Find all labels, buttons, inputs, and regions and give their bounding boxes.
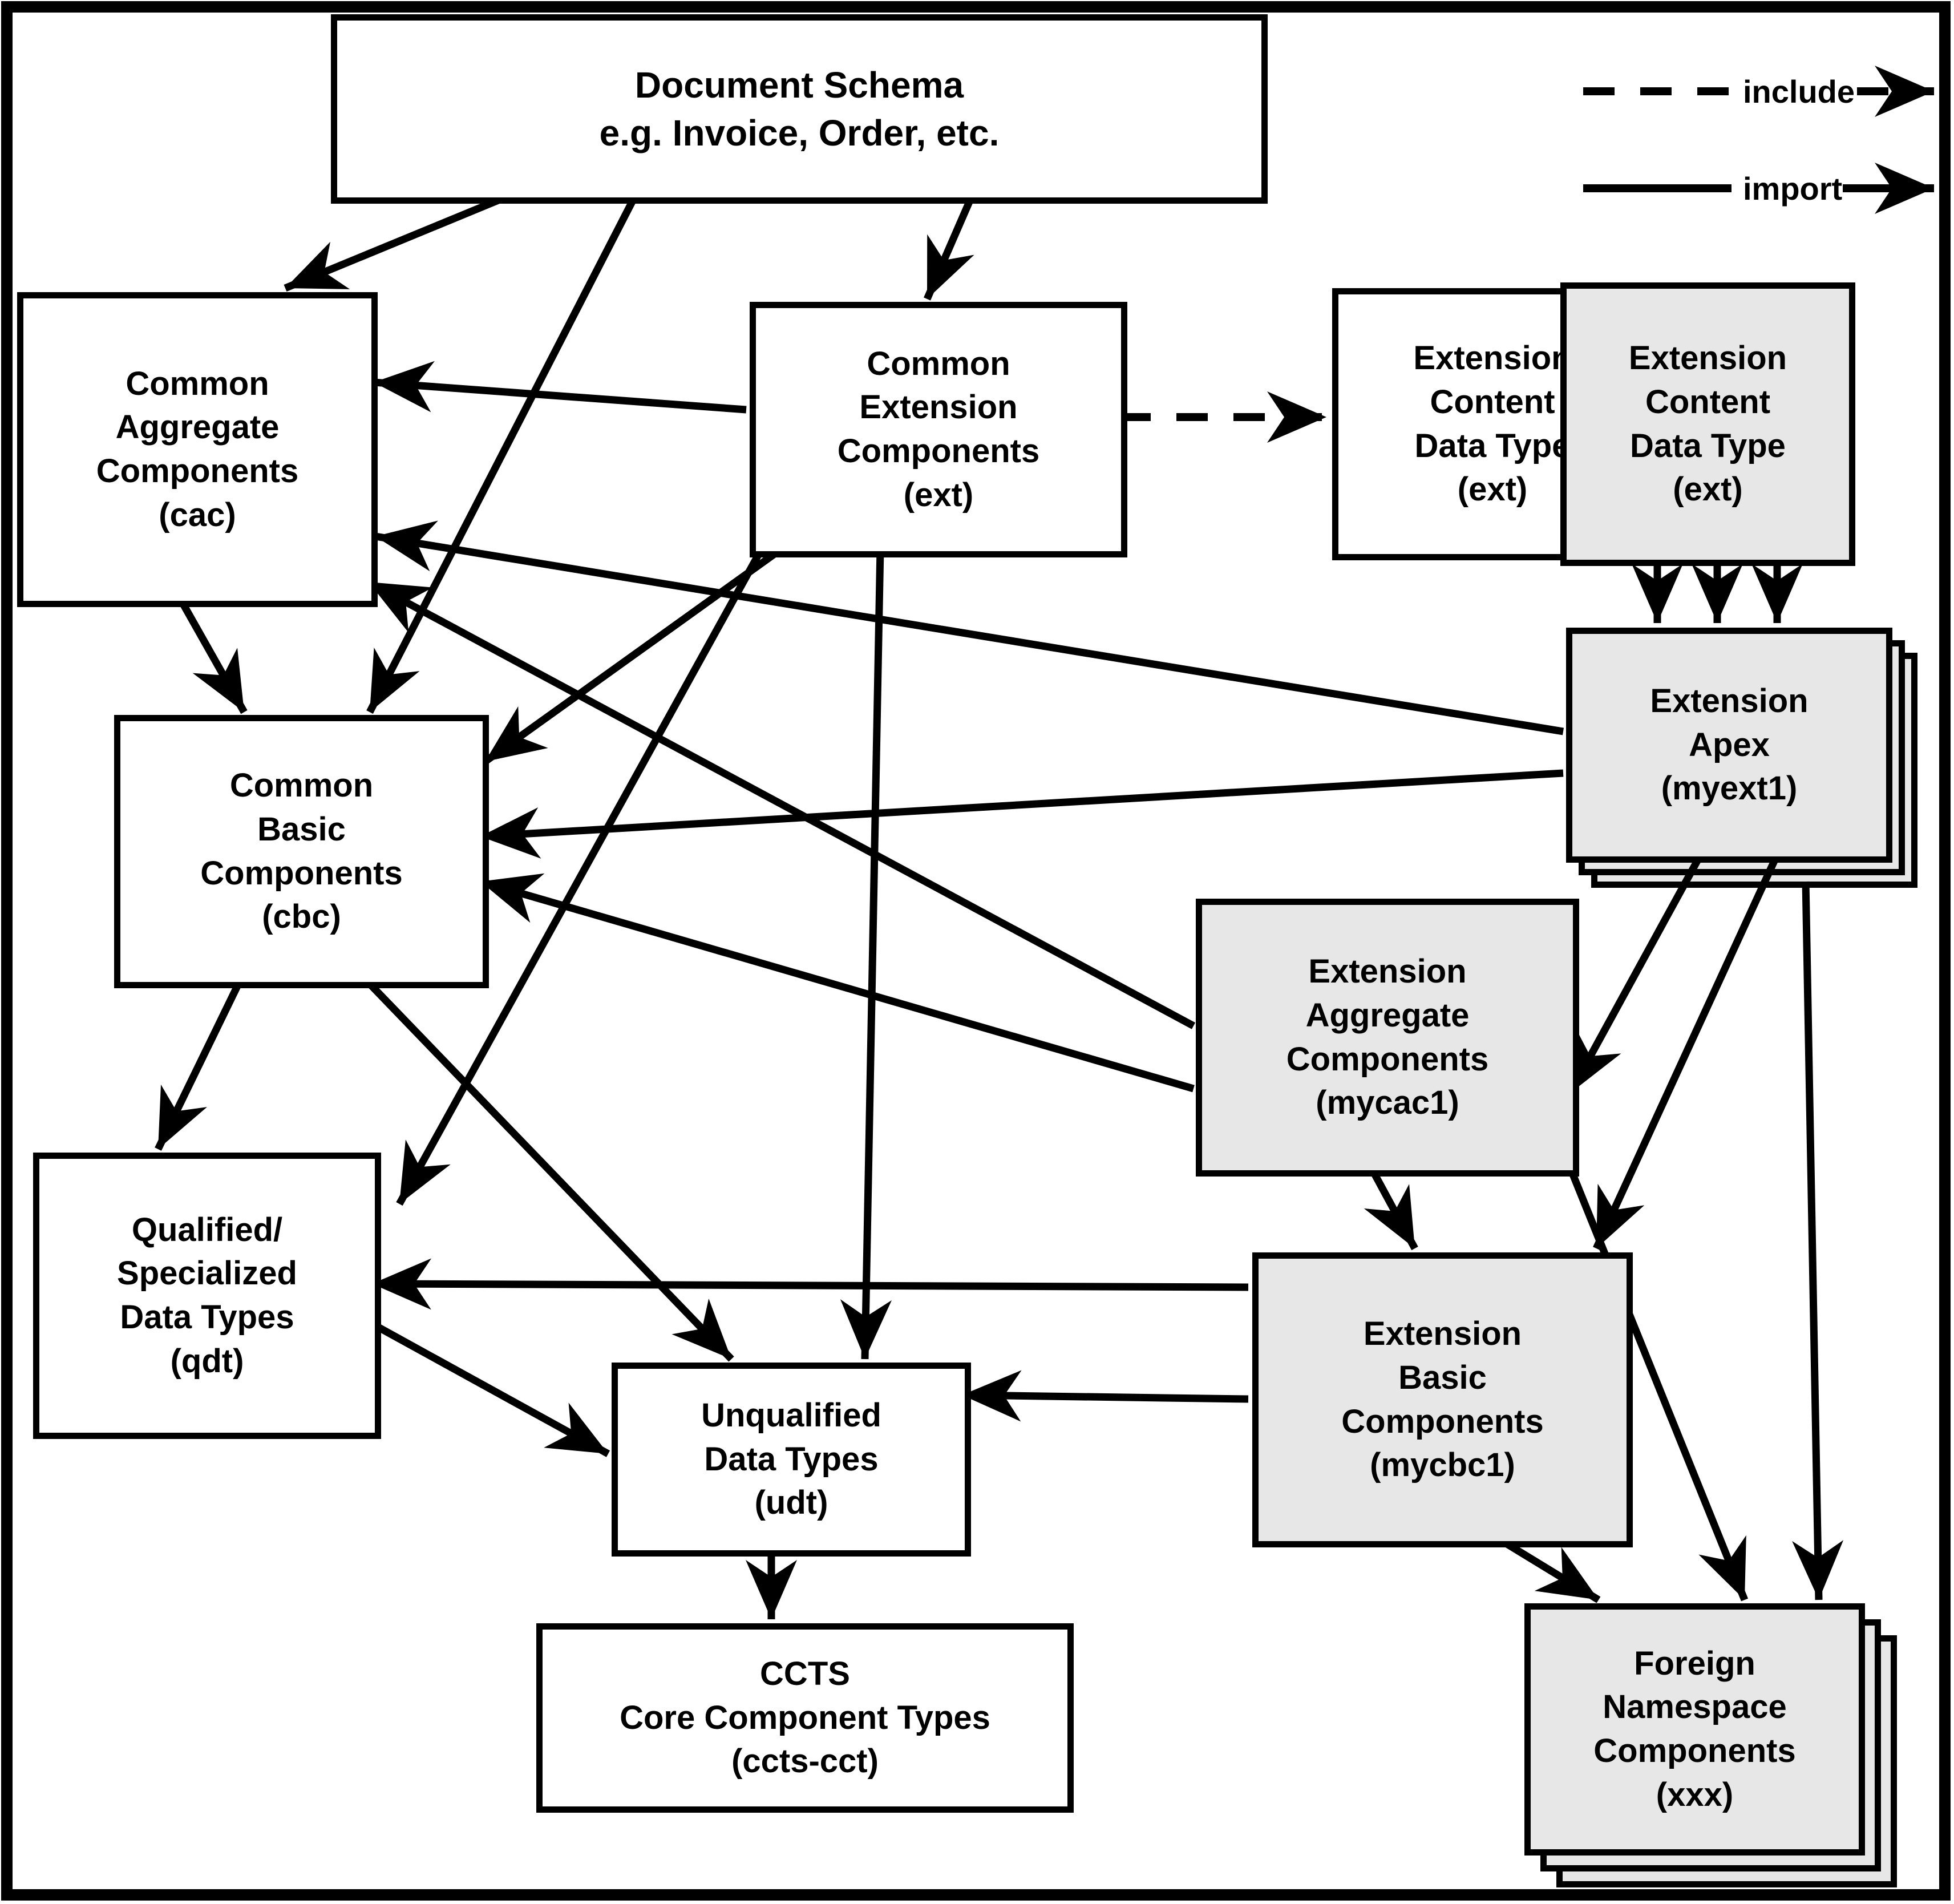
- arrow-import-ext-to-qdt: [396, 547, 765, 1206]
- arrow-import-mycbc1-to-qdt: [371, 1258, 1249, 1310]
- ecdt-original-text: Extension Content Data Type (ext): [1413, 339, 1572, 508]
- legend-include-label: include: [1743, 74, 1855, 110]
- box-qdt: Qualified/ Specialized Data Types (qdt): [33, 1153, 381, 1439]
- arrow-import-document_schema-to-cac: [284, 190, 515, 292]
- box-ext: Common Extension Components (ext): [750, 302, 1127, 557]
- arrow-import-ext-to-cbc: [483, 545, 784, 765]
- box-udt: Unqualified Data Types (udt): [612, 1363, 971, 1557]
- arrow-import-myext1-to-mycac1: [1567, 851, 1705, 1095]
- arrow-import-cbc-to-qdt: [155, 977, 244, 1151]
- arrow-import-mycac1-to-cac: [366, 579, 1196, 1029]
- arrow-import-myext1-to-xxx: [1792, 881, 1844, 1600]
- box-document-schema: Document Schema e.g. Invoice, Order, etc…: [331, 14, 1268, 204]
- box-cac: Common Aggregate Components (cac): [17, 292, 378, 607]
- arrow-import-mycac1-to-xxx: [1566, 1166, 1749, 1602]
- arrow-import-document_schema-to-ext: [924, 192, 976, 301]
- box-mycac1: Extension Aggregate Components (mycac1): [1196, 899, 1579, 1177]
- arrow-import-qdt-to-udt: [370, 1320, 610, 1457]
- arrow-import-ext-to-cac: [373, 361, 747, 414]
- box-ccts: CCTS Core Component Types (ccts-cct): [536, 1623, 1074, 1813]
- arrow-import-ext-to-udt: [840, 548, 892, 1360]
- arrow-import-cbc-to-udt: [362, 976, 734, 1362]
- arrow-import-myext1-to-mycbc1: [1593, 852, 1781, 1250]
- arrow-import-document_schema-to-cbc: [366, 192, 640, 714]
- box-myext1: Extension Apex (myext1): [1566, 628, 1892, 863]
- box-ecdt-custom: Extension Content Data Type (ext): [1560, 282, 1855, 566]
- arrow-import-mycbc1-to-xxx: [1495, 1535, 1601, 1603]
- box-mycbc1: Extension Basic Components (mycbc1): [1252, 1252, 1633, 1547]
- box-cbc: Common Basic Components (cbc): [114, 715, 489, 988]
- arrow-import-mycbc1-to-udt: [961, 1370, 1249, 1422]
- arrow-import-cac-to-cbc: [176, 596, 248, 714]
- box-xxx: Foreign Namespace Components (xxx): [1524, 1603, 1865, 1856]
- arrow-import-myext1-to-cac: [374, 520, 1564, 735]
- arrow-import-mycac1-to-mycbc1: [1364, 1164, 1418, 1251]
- arrow-import-mycac1-to-cbc: [479, 873, 1195, 1093]
- arrow-import-myext1-to-cbc: [480, 769, 1564, 859]
- legend-import-label: import: [1743, 171, 1843, 207]
